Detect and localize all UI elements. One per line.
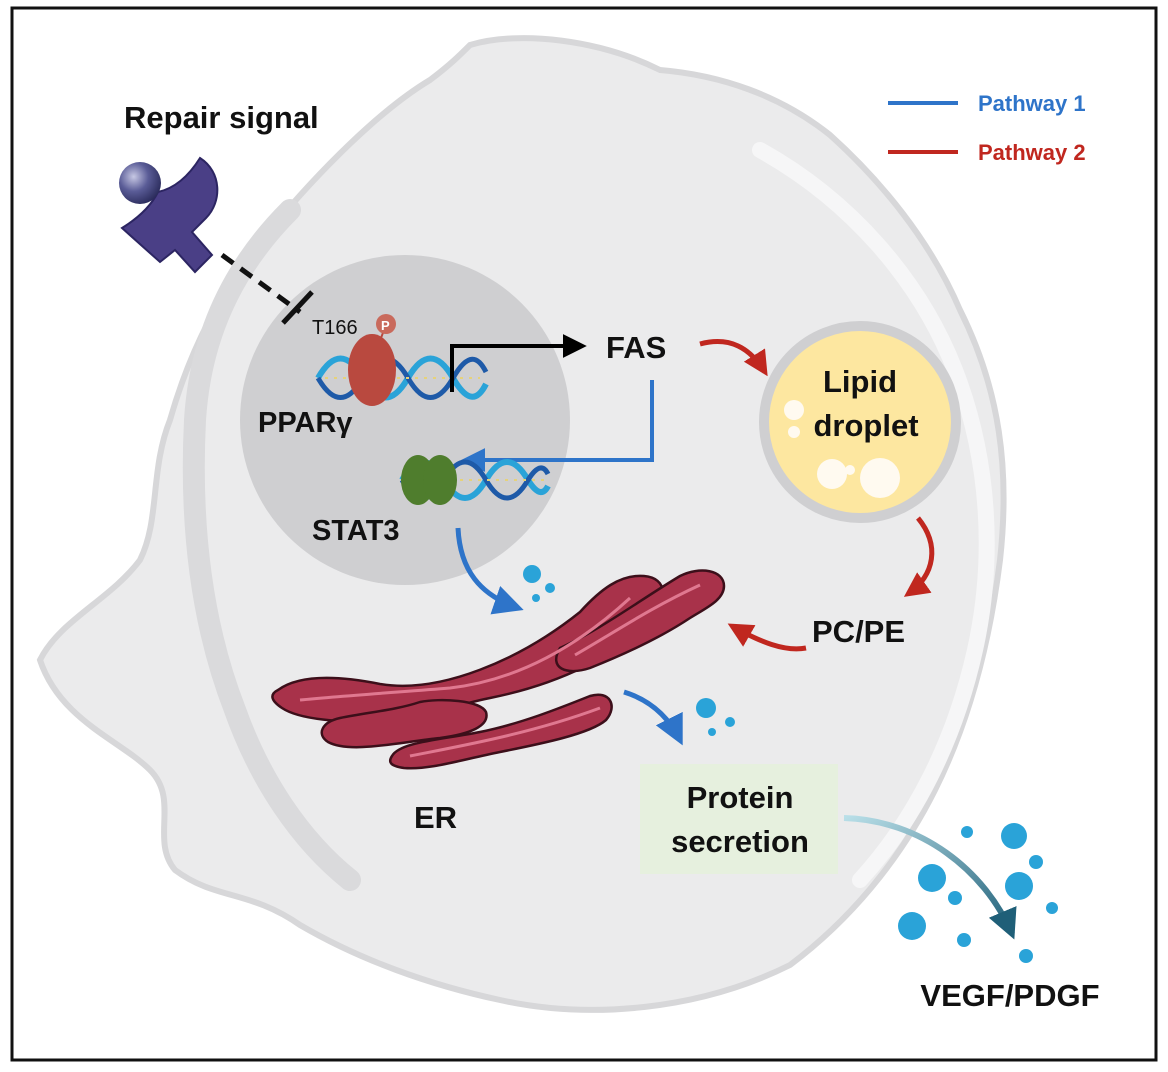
legend: Pathway 1 Pathway 2 — [888, 91, 1086, 165]
secreted-dot — [545, 583, 555, 593]
vegf-pdgf-label: VEGF/PDGF — [920, 978, 1099, 1013]
inhibition-line — [220, 252, 302, 315]
protein-secretion-box — [640, 764, 838, 874]
lipid-droplet-label-line2: droplet — [813, 408, 918, 443]
receptor-icon — [120, 156, 219, 274]
secreted-dot — [725, 717, 735, 727]
protein-secretion-label-line1: Protein — [687, 780, 794, 815]
secreted-dot — [523, 565, 541, 583]
inhibition-bar — [281, 290, 314, 325]
cell-membrane-inner-right — [752, 142, 995, 888]
endoplasmic-reticulum — [271, 569, 726, 770]
cell-membrane-inner-left — [182, 199, 361, 891]
legend-label-pathway-2: Pathway 2 — [978, 140, 1086, 165]
pcpe-label: PC/PE — [812, 614, 905, 649]
stat3-protein-right — [423, 455, 457, 505]
er-label: ER — [414, 800, 457, 835]
phospho-label: P — [381, 318, 390, 333]
lipid-droplet — [759, 321, 961, 523]
phospho-icon — [376, 314, 396, 334]
repair-signal-label: Repair signal — [124, 100, 319, 135]
stat3-label: STAT3 — [312, 515, 400, 547]
nucleus — [240, 255, 570, 585]
pathway-1-arrow-er-protein — [623, 689, 683, 746]
pathway-2-arrow-pcpe-er — [727, 623, 807, 652]
protein-secretion-label-line2: secretion — [671, 824, 809, 859]
vegf-pdgf-particles — [898, 823, 1058, 963]
pathway-1-arrow-fas-stat3 — [461, 380, 654, 472]
secreted-dot — [708, 728, 716, 736]
transcription-arrow — [450, 334, 587, 392]
legend-label-pathway-1: Pathway 1 — [978, 91, 1086, 116]
pathway-1-arrow-stat3-er — [455, 527, 524, 615]
t166-label: T166 — [312, 317, 358, 339]
lipid-droplet-label-line1: Lipid — [823, 364, 897, 399]
secreted-dot — [532, 594, 540, 602]
ppar-label: PPARγ — [258, 407, 353, 439]
ligand-ball-icon — [119, 162, 161, 204]
pathway-2-arrow-fas-lipid — [699, 339, 768, 377]
secreted-dot — [696, 698, 716, 718]
pathway-2-arrow-lipid-pcpe — [903, 516, 935, 597]
ppar-protein — [348, 334, 396, 406]
secretion-arrow — [843, 815, 1017, 940]
fas-label: FAS — [606, 330, 666, 365]
